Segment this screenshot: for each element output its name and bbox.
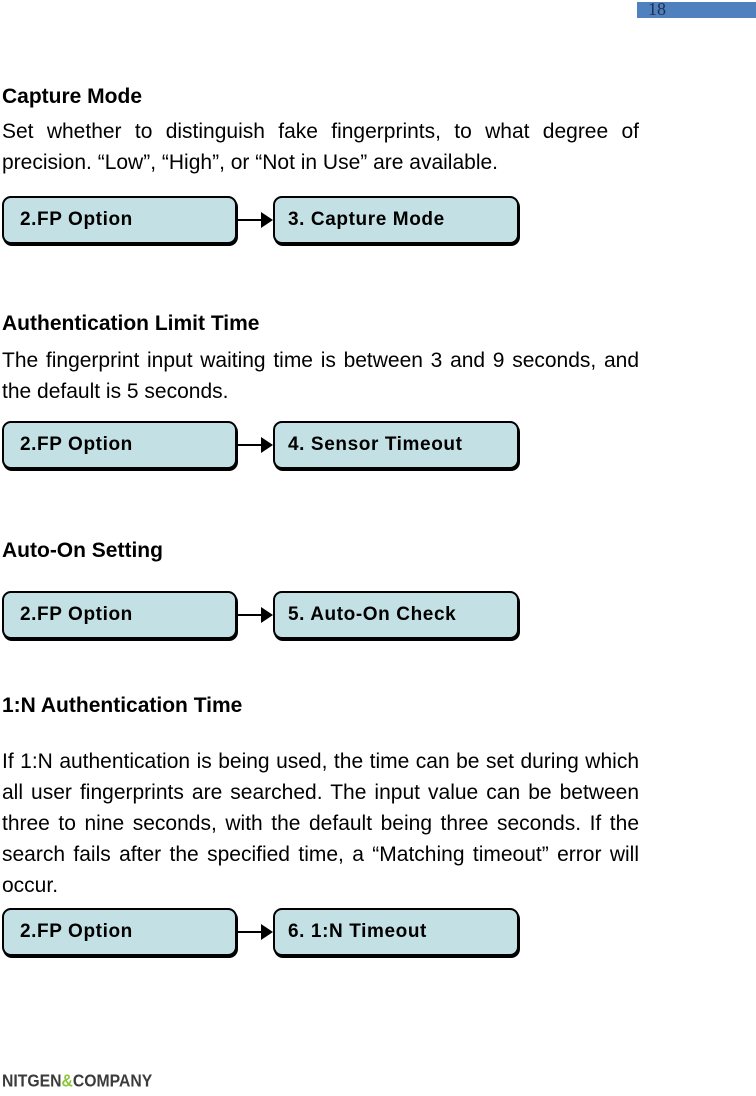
- flow-box-1n-timeout: 6. 1:N Timeout: [273, 908, 519, 956]
- flow-box-fp-option: 2.FP Option: [2, 591, 237, 639]
- flow-box-auto-on-check: 5. Auto-On Check: [273, 591, 519, 639]
- section-heading-capture-mode: Capture Mode: [2, 85, 143, 108]
- flow-box-capture-mode: 3. Capture Mode: [273, 196, 519, 244]
- arrow-line: [237, 219, 265, 221]
- nitgen-company-logo: NITGEN&COMPANY: [2, 1071, 152, 1091]
- arrow-right-icon: [261, 212, 273, 228]
- section-heading-auto-on-setting: Auto-On Setting: [2, 539, 163, 562]
- flow-diagram-sensor-timeout: 2.FP Option 4. Sensor Timeout: [2, 421, 527, 471]
- flow-diagram-capture-mode: 2.FP Option 3. Capture Mode: [2, 196, 527, 246]
- page-number: 18: [648, 0, 666, 19]
- section-body-auth-limit-time: The fingerprint input waiting time is be…: [2, 349, 639, 403]
- logo-ampersand: &: [61, 1071, 73, 1091]
- arrow-line: [237, 931, 265, 933]
- page-number-bar: 18: [637, 0, 756, 19]
- section-heading-1n-auth-time: 1:N Authentication Time: [2, 694, 243, 717]
- arrow-right-icon: [261, 437, 273, 453]
- flow-box-fp-option: 2.FP Option: [2, 421, 237, 469]
- arrow-line: [237, 614, 265, 616]
- logo-text-nitgen: NITGEN: [2, 1071, 62, 1091]
- flow-box-fp-option: 2.FP Option: [2, 908, 237, 956]
- flow-box-sensor-timeout: 4. Sensor Timeout: [273, 421, 519, 469]
- flow-box-fp-option: 2.FP Option: [2, 196, 237, 244]
- section-body-capture-mode: Set whether to distinguish fake fingerpr…: [2, 120, 639, 174]
- flow-diagram-auto-on-check: 2.FP Option 5. Auto-On Check: [2, 591, 527, 641]
- section-body-1n-auth-time: If 1:N authentication is being used, the…: [2, 750, 639, 897]
- arrow-right-icon: [261, 607, 273, 623]
- flow-diagram-1n-timeout: 2.FP Option 6. 1:N Timeout: [2, 908, 527, 958]
- arrow-line: [237, 444, 265, 446]
- logo-text-company: COMPANY: [72, 1071, 153, 1091]
- section-heading-auth-limit-time: Authentication Limit Time: [2, 312, 260, 335]
- arrow-right-icon: [261, 924, 273, 940]
